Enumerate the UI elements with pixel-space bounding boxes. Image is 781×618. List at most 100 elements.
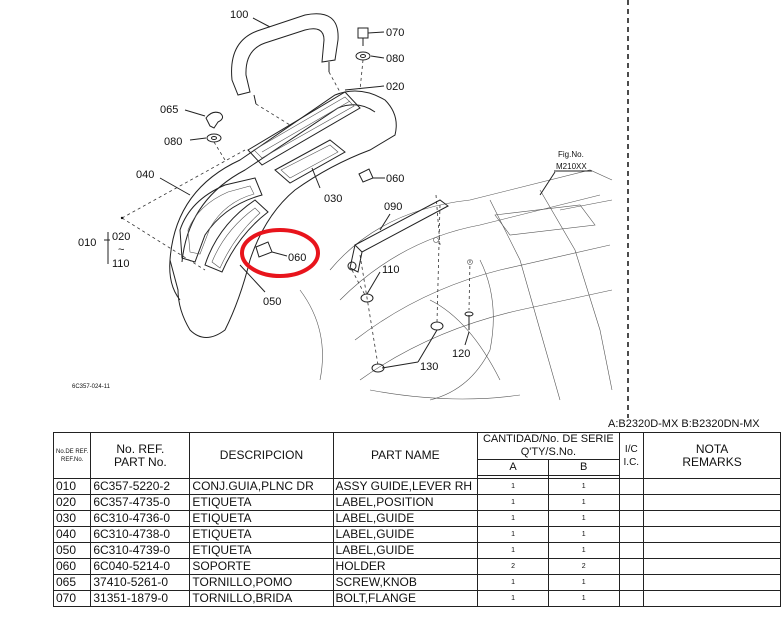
header-ref-no: No.DE REF. REF.No. (52, 432, 92, 479)
cell-description: TORNILLO,POMO (189, 574, 334, 591)
cell-qty-b: 1 (547, 574, 620, 591)
drawing-code: 6C357-024-11 (72, 384, 111, 390)
cell-remarks (643, 510, 781, 527)
callout-050: 050 (263, 296, 281, 308)
highlight-circle (240, 228, 320, 278)
header-part-no: No. REF. PART No. (90, 432, 191, 479)
header-col-a: A (477, 459, 549, 476)
callout-040: 040 (136, 169, 154, 181)
cell-ref-no: 070 (52, 590, 92, 607)
figure-code: M210XX (556, 162, 587, 171)
cell-ic (618, 574, 645, 591)
cell-qty-b: 1 (547, 494, 620, 511)
cell-part-name: LABEL,POSITION (332, 494, 479, 511)
callout-020-top: 020 (386, 81, 404, 93)
header-col-b: B (547, 459, 620, 476)
cell-qty-b: 1 (547, 526, 620, 543)
cell-ref-no: 065 (52, 574, 92, 591)
cell-qty-b: 1 (547, 478, 620, 495)
callout-060-right: 060 (386, 173, 404, 185)
callout-020-range-start: 020 (112, 231, 130, 243)
cell-ref-no: 030 (52, 510, 92, 527)
figure-number-label: Fig.No. (558, 150, 584, 159)
cell-ref-no: 050 (52, 542, 92, 559)
cell-qty-a: 1 (477, 510, 549, 527)
model-legend: A:B2320D-MX B:B2320DN-MX (608, 418, 760, 430)
callout-110-range-end: 110 (112, 258, 130, 270)
callout-100: 100 (230, 9, 248, 21)
cell-remarks (643, 494, 781, 511)
cell-description: CONJ.GUIA,PLNC DR (189, 478, 334, 495)
tractor-frame-outline (299, 169, 613, 401)
cell-remarks (643, 478, 781, 495)
leader-lines (104, 17, 556, 369)
callout-080-top: 080 (386, 53, 404, 65)
cell-description: ETIQUETA (189, 510, 334, 527)
callout-010: 010 (78, 237, 96, 249)
cell-qty-a: 1 (477, 478, 549, 495)
cell-description: TORNILLO,BRIDA (189, 590, 334, 607)
cell-part-no: 6C310-4736-0 (90, 510, 191, 527)
cell-part-no: 6C310-4738-0 (90, 526, 191, 543)
cell-part-name: LABEL,GUIDE (332, 510, 479, 527)
cell-ref-no: 020 (52, 494, 92, 511)
header-remarks: NOTA REMARKS (643, 432, 781, 479)
exploded-parts-diagram: 100 070 080 020 065 080 040 060 030 090 … (72, 0, 629, 418)
header-part-name: PART NAME (332, 432, 479, 479)
cell-ic (618, 510, 645, 527)
cell-ic (618, 590, 645, 607)
cell-ref-no: 040 (52, 526, 92, 543)
cell-description: ETIQUETA (189, 526, 334, 543)
callout-090: 090 (384, 201, 402, 213)
cell-qty-a: 1 (477, 590, 549, 607)
cell-qty-a: 1 (477, 526, 549, 543)
cell-qty-b: 1 (547, 510, 620, 527)
header-ic: I/C I.C. (618, 432, 645, 479)
cell-ic (618, 526, 645, 543)
cell-part-name: BOLT,FLANGE (332, 590, 479, 607)
callout-065: 065 (160, 104, 178, 116)
cell-part-no: 6C357-5220-2 (90, 478, 191, 495)
cell-ic (618, 478, 645, 495)
cell-part-no: 6C310-4739-0 (90, 542, 191, 559)
callout-080-left: 080 (164, 136, 182, 148)
header-description: DESCRIPCION (189, 432, 334, 479)
cell-part-no: 31351-1879-0 (90, 590, 191, 607)
table-header-row: No.DE REF. REF.No. No. REF. PART No. DES… (52, 432, 781, 479)
cell-ic (618, 542, 645, 559)
cell-qty-a: 1 (477, 542, 549, 559)
cell-remarks (643, 574, 781, 591)
header-quantity: CANTIDAD/No. DE SERIE Q'TY/S.No. (477, 432, 620, 460)
parts-list-table: No.DE REF. REF.No. No. REF. PART No. DES… (52, 432, 781, 607)
cell-ref-no: 010 (52, 478, 92, 495)
range-separator: ~ (118, 244, 124, 256)
callout-070: 070 (386, 27, 404, 39)
cell-description: ETIQUETA (189, 542, 334, 559)
callout-060-highlighted: 060 (288, 252, 306, 264)
cell-description: SOPORTE (189, 558, 334, 575)
grab-handle (231, 13, 339, 105)
cell-qty-b: 2 (547, 558, 620, 575)
callout-110: 110 (382, 264, 400, 276)
cell-part-name: LABEL,GUIDE (332, 526, 479, 543)
callout-130: 130 (420, 361, 438, 373)
cell-remarks (643, 542, 781, 559)
cell-part-no: 37410-5261-0 (90, 574, 191, 591)
cell-part-name: HOLDER (332, 558, 479, 575)
callout-120: 120 (452, 348, 470, 360)
cell-part-no: 6C357-4735-0 (90, 494, 191, 511)
cell-remarks (643, 526, 781, 543)
cell-part-name: ASSY GUIDE,LEVER RH (332, 478, 479, 495)
cell-remarks (643, 558, 781, 575)
cell-qty-a: 1 (477, 574, 549, 591)
cell-part-name: LABEL,GUIDE (332, 542, 479, 559)
cell-ic (618, 494, 645, 511)
cell-part-no: 6C040-5214-0 (90, 558, 191, 575)
cell-qty-a: 2 (477, 558, 549, 575)
